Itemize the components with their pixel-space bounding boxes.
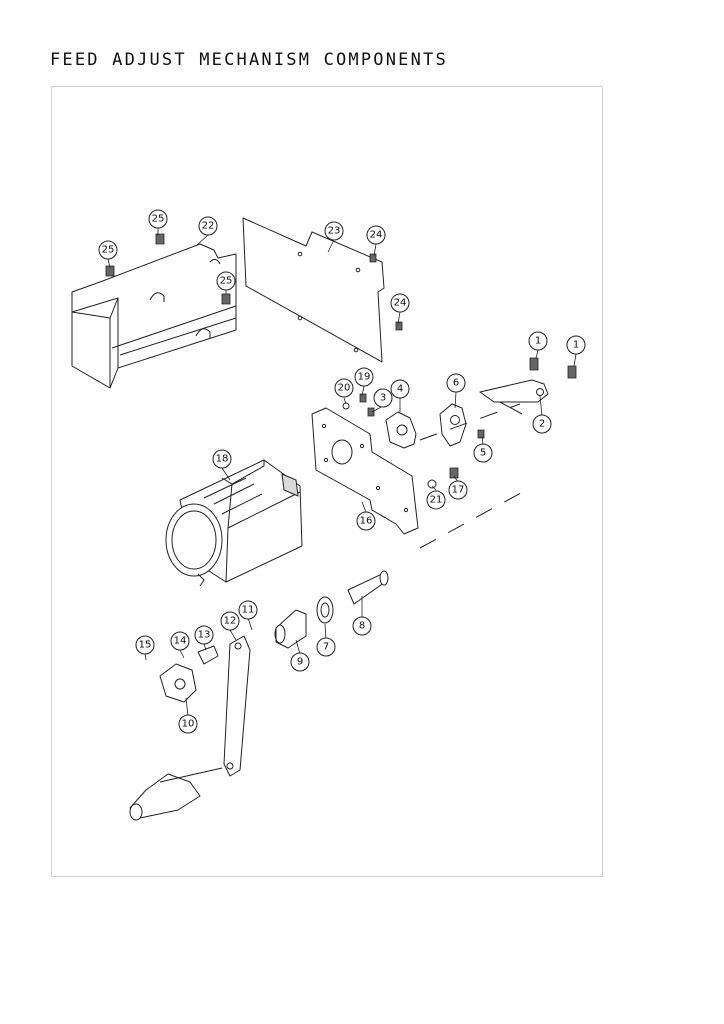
callout-14: 14 <box>170 631 190 651</box>
callout-12: 12 <box>220 611 240 631</box>
svg-text:7: 7 <box>323 642 329 653</box>
callout-20: 20 <box>334 378 354 398</box>
callout-13: 13 <box>194 625 214 645</box>
svg-text:8: 8 <box>359 621 365 632</box>
svg-text:12: 12 <box>224 616 237 627</box>
svg-text:19: 19 <box>358 372 371 383</box>
leader-lines <box>107 228 577 717</box>
svg-text:15: 15 <box>139 640 152 651</box>
callout-25-left: 25 <box>98 240 118 260</box>
callout-24-upper: 24 <box>366 225 386 245</box>
shaft-bearing-part <box>274 570 389 649</box>
callout-7: 7 <box>316 637 336 657</box>
svg-text:10: 10 <box>182 719 195 730</box>
svg-text:20: 20 <box>338 383 351 394</box>
svg-text:14: 14 <box>174 636 187 647</box>
svg-text:23: 23 <box>328 226 341 237</box>
svg-text:6: 6 <box>453 378 459 389</box>
svg-text:22: 22 <box>202 221 215 232</box>
svg-text:18: 18 <box>216 454 229 465</box>
svg-text:13: 13 <box>198 630 211 641</box>
centerline <box>419 403 531 549</box>
svg-text:3: 3 <box>380 393 386 404</box>
callout-21: 21 <box>426 490 446 510</box>
lever-assembly-part <box>129 635 251 821</box>
callout-11: 11 <box>238 600 258 620</box>
svg-text:11: 11 <box>242 605 255 616</box>
callout-23: 23 <box>324 221 344 241</box>
callout-19: 19 <box>354 367 374 387</box>
svg-text:1: 1 <box>573 340 579 351</box>
svg-text:24: 24 <box>394 298 407 309</box>
callout-17: 17 <box>448 480 468 500</box>
callout-8: 8 <box>352 616 372 636</box>
figure-frame <box>51 86 603 877</box>
svg-text:9: 9 <box>297 657 303 668</box>
mounting-plate-part <box>311 407 419 535</box>
svg-text:25: 25 <box>152 214 165 225</box>
gasket-plate-part <box>242 217 385 363</box>
callout-4: 4 <box>390 379 410 399</box>
callout-16: 16 <box>356 511 376 531</box>
cover-part <box>71 243 237 389</box>
svg-text:1: 1 <box>535 336 541 347</box>
screw-parts <box>105 233 577 489</box>
svg-text:16: 16 <box>360 516 373 527</box>
callout-6: 6 <box>446 373 466 393</box>
svg-text:2: 2 <box>539 419 545 430</box>
callout-3: 3 <box>373 388 393 408</box>
callout-1-upper: 1 <box>528 331 548 351</box>
callout-18: 18 <box>212 449 232 469</box>
callout-9: 9 <box>290 652 310 672</box>
callout-2: 2 <box>532 414 552 434</box>
callout-15: 15 <box>135 635 155 655</box>
callout-1-right: 1 <box>566 335 586 355</box>
callout-5: 5 <box>473 443 493 463</box>
svg-text:25: 25 <box>220 276 233 287</box>
callout-24-lower: 24 <box>390 293 410 313</box>
page-title: FEED ADJUST MECHANISM COMPONENTS <box>50 50 448 70</box>
svg-text:17: 17 <box>452 485 465 496</box>
callout-25-top: 25 <box>148 209 168 229</box>
svg-text:21: 21 <box>430 495 443 506</box>
svg-text:24: 24 <box>370 230 383 241</box>
svg-text:4: 4 <box>397 384 403 395</box>
svg-text:5: 5 <box>480 448 486 459</box>
callout-10: 10 <box>178 714 198 734</box>
crank-assembly-part <box>385 379 549 449</box>
callout-25-right: 25 <box>216 271 236 291</box>
svg-text:25: 25 <box>102 245 115 256</box>
callout-22: 22 <box>198 216 218 236</box>
stepping-motor-part <box>165 459 303 587</box>
